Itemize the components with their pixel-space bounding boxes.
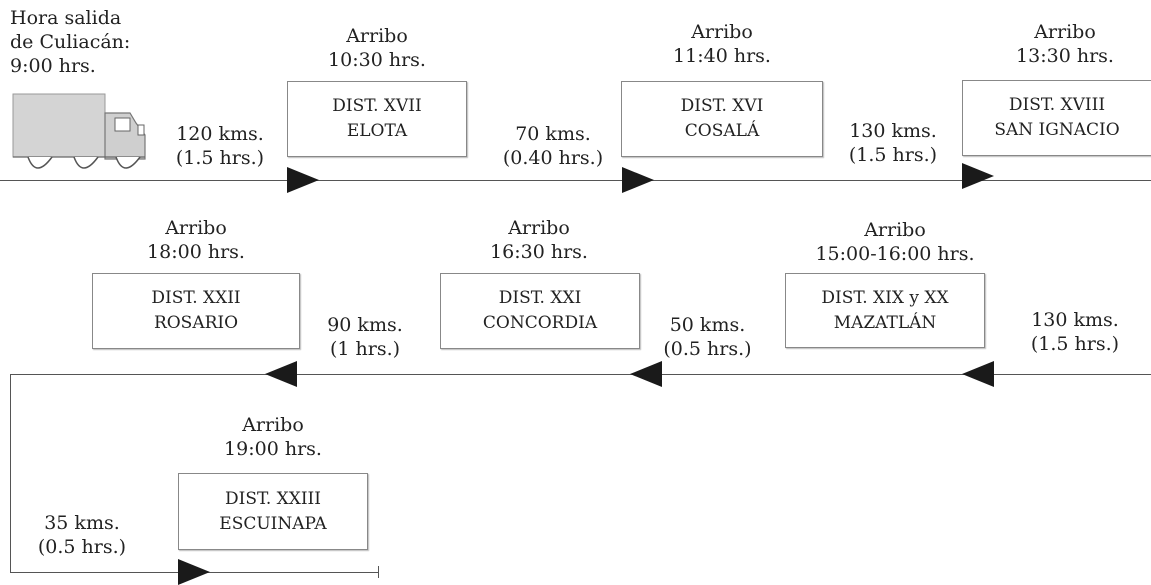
- leg-duration: (1.5 hrs.): [160, 146, 280, 170]
- arrival-time: 16:30 hrs.: [440, 240, 638, 264]
- stop-2-arrival: Arribo 11:40 hrs.: [622, 20, 822, 68]
- arrival-label: Arribo: [990, 20, 1140, 44]
- stop-2-box: DIST. XVI COSALÁ: [621, 81, 823, 157]
- arrow-icon: [630, 361, 662, 387]
- arrow-icon: [287, 167, 319, 193]
- leg-duration: (1.5 hrs.): [830, 143, 956, 167]
- stop-1-arrival: Arribo 10:30 hrs.: [288, 24, 466, 72]
- departure-time: 9:00 hrs.: [10, 54, 130, 78]
- arrival-time: 15:00-16:00 hrs.: [780, 242, 1010, 266]
- stop-4-arrival: Arribo 15:00-16:00 hrs.: [780, 218, 1010, 266]
- arrival-time: 19:00 hrs.: [178, 437, 368, 461]
- arrival-label: Arribo: [440, 216, 638, 240]
- route-end-tick: [378, 566, 379, 578]
- leg-duration: (1.5 hrs.): [1010, 332, 1140, 356]
- stop-6-box: DIST. XXII ROSARIO: [92, 273, 300, 349]
- arrival-time: 18:00 hrs.: [92, 240, 300, 264]
- leg-duration: (1 hrs.): [310, 337, 420, 361]
- route-connector: [10, 374, 11, 572]
- city-label: SAN IGNACIO: [994, 118, 1119, 143]
- arrival-label: Arribo: [622, 20, 822, 44]
- stop-7-arrival: Arribo 19:00 hrs.: [178, 413, 368, 461]
- stop-4-box: DIST. XIX y XX MAZATLÁN: [785, 273, 985, 348]
- stop-7-box: DIST. XXIII ESCUINAPA: [178, 473, 368, 550]
- arrival-time: 10:30 hrs.: [288, 48, 466, 72]
- district-label: DIST. XXIII: [225, 487, 321, 512]
- leg-distance: 120 kms.: [160, 122, 280, 146]
- city-label: COSALÁ: [685, 119, 759, 144]
- leg-5-label: 50 kms. (0.5 hrs.): [645, 313, 770, 361]
- arrival-label: Arribo: [780, 218, 1010, 242]
- stop-3-box: DIST. XVIII SAN IGNACIO: [962, 80, 1151, 156]
- arrow-icon: [962, 361, 994, 387]
- district-label: DIST. XVIII: [1009, 93, 1105, 118]
- district-label: DIST. XXI: [499, 286, 582, 311]
- leg-duration: (0.5 hrs.): [645, 337, 770, 361]
- city-label: ELOTA: [347, 119, 407, 144]
- leg-7-label: 35 kms. (0.5 hrs.): [28, 511, 136, 559]
- leg-distance: 35 kms.: [28, 511, 136, 535]
- district-label: DIST. XVI: [681, 94, 764, 119]
- arrow-icon: [962, 163, 994, 189]
- arrival-label: Arribo: [178, 413, 368, 437]
- district-label: DIST. XXII: [151, 286, 240, 311]
- district-label: DIST. XIX y XX: [821, 286, 948, 311]
- arrival-time: 13:30 hrs.: [990, 44, 1140, 68]
- leg-distance: 130 kms.: [1010, 308, 1140, 332]
- leg-distance: 70 kms.: [488, 122, 618, 146]
- district-label: DIST. XVII: [332, 94, 421, 119]
- city-label: CONCORDIA: [483, 311, 597, 336]
- leg-duration: (0.5 hrs.): [28, 535, 136, 559]
- arrow-icon: [622, 167, 654, 193]
- arrival-label: Arribo: [92, 216, 300, 240]
- leg-duration: (0.40 hrs.): [488, 146, 618, 170]
- departure-line-1: Hora salida: [10, 6, 130, 30]
- stop-5-arrival: Arribo 16:30 hrs.: [440, 216, 638, 264]
- leg-6-label: 90 kms. (1 hrs.): [310, 313, 420, 361]
- arrival-label: Arribo: [288, 24, 466, 48]
- leg-2-label: 70 kms. (0.40 hrs.): [488, 122, 618, 170]
- leg-distance: 90 kms.: [310, 313, 420, 337]
- truck-icon: [12, 93, 152, 185]
- arrow-icon: [265, 361, 297, 387]
- stop-6-arrival: Arribo 18:00 hrs.: [92, 216, 300, 264]
- stop-3-arrival: Arribo 13:30 hrs.: [990, 20, 1140, 68]
- leg-3-label: 130 kms. (1.5 hrs.): [830, 119, 956, 167]
- arrival-time: 11:40 hrs.: [622, 44, 822, 68]
- leg-4-label: 130 kms. (1.5 hrs.): [1010, 308, 1140, 356]
- stop-5-box: DIST. XXI CONCORDIA: [440, 273, 640, 349]
- arrow-icon: [178, 559, 210, 585]
- leg-distance: 130 kms.: [830, 119, 956, 143]
- leg-1-label: 120 kms. (1.5 hrs.): [160, 122, 280, 170]
- city-label: MAZATLÁN: [834, 311, 937, 336]
- departure-label: Hora salida de Culiacán: 9:00 hrs.: [10, 6, 130, 78]
- city-label: ROSARIO: [154, 311, 238, 336]
- city-label: ESCUINAPA: [219, 512, 326, 537]
- departure-line-2: de Culiacán:: [10, 30, 130, 54]
- stop-1-box: DIST. XVII ELOTA: [287, 81, 467, 157]
- leg-distance: 50 kms.: [645, 313, 770, 337]
